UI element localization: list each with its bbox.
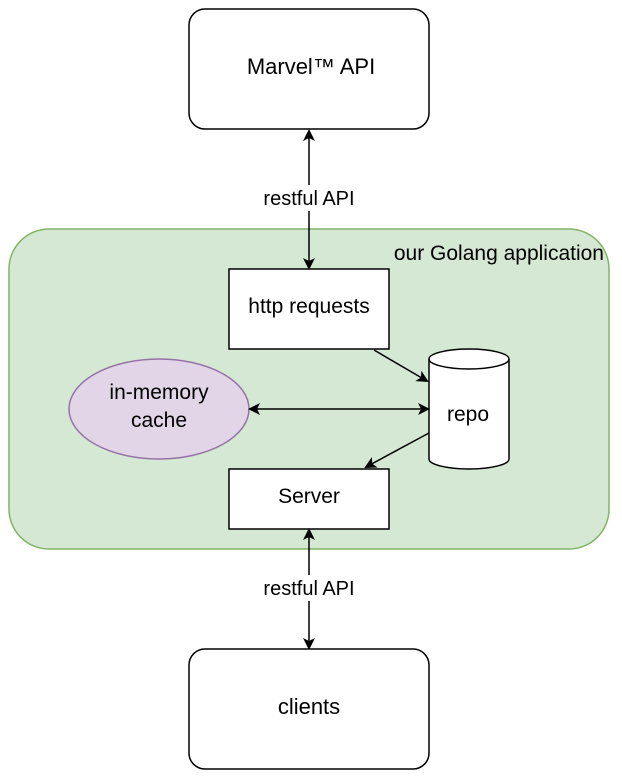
marvel-api-node: Marvel™ API — [188, 8, 430, 130]
repo-cylinder — [428, 348, 510, 470]
in-memory-cache-label-line1: in-memory — [109, 381, 209, 404]
clients-box — [188, 648, 430, 770]
clients-label: clients — [278, 694, 340, 719]
marvel-api-label: Marvel™ API — [247, 54, 375, 79]
repo-label: repo — [447, 403, 489, 426]
edge-server-clients-label-bg — [256, 575, 362, 601]
clients-node: clients — [188, 648, 430, 770]
http-requests-node: http requests — [228, 268, 390, 350]
repo-node: repo — [428, 348, 510, 470]
edge-server-clients-label: restful API — [263, 578, 354, 600]
edge-repo-server — [364, 432, 430, 468]
edge-marvel-http-label: restful API — [263, 188, 354, 210]
in-memory-cache-node: in-memory cache — [68, 358, 250, 460]
server-node: Server — [228, 468, 390, 530]
edge-marvel-http: restful API — [256, 129, 362, 270]
edge-marvel-http-label-bg — [256, 185, 362, 211]
edge-http-repo — [373, 349, 429, 383]
repo-cylinder-rim — [428, 358, 510, 370]
http-requests-box — [228, 268, 390, 350]
in-memory-cache-label-line2: cache — [131, 409, 187, 432]
edge-server-clients: restful API — [256, 528, 362, 650]
server-box — [228, 468, 390, 530]
http-requests-label: http requests — [248, 295, 369, 318]
golang-app-label: our Golang application — [394, 242, 604, 265]
server-label: Server — [278, 485, 340, 508]
